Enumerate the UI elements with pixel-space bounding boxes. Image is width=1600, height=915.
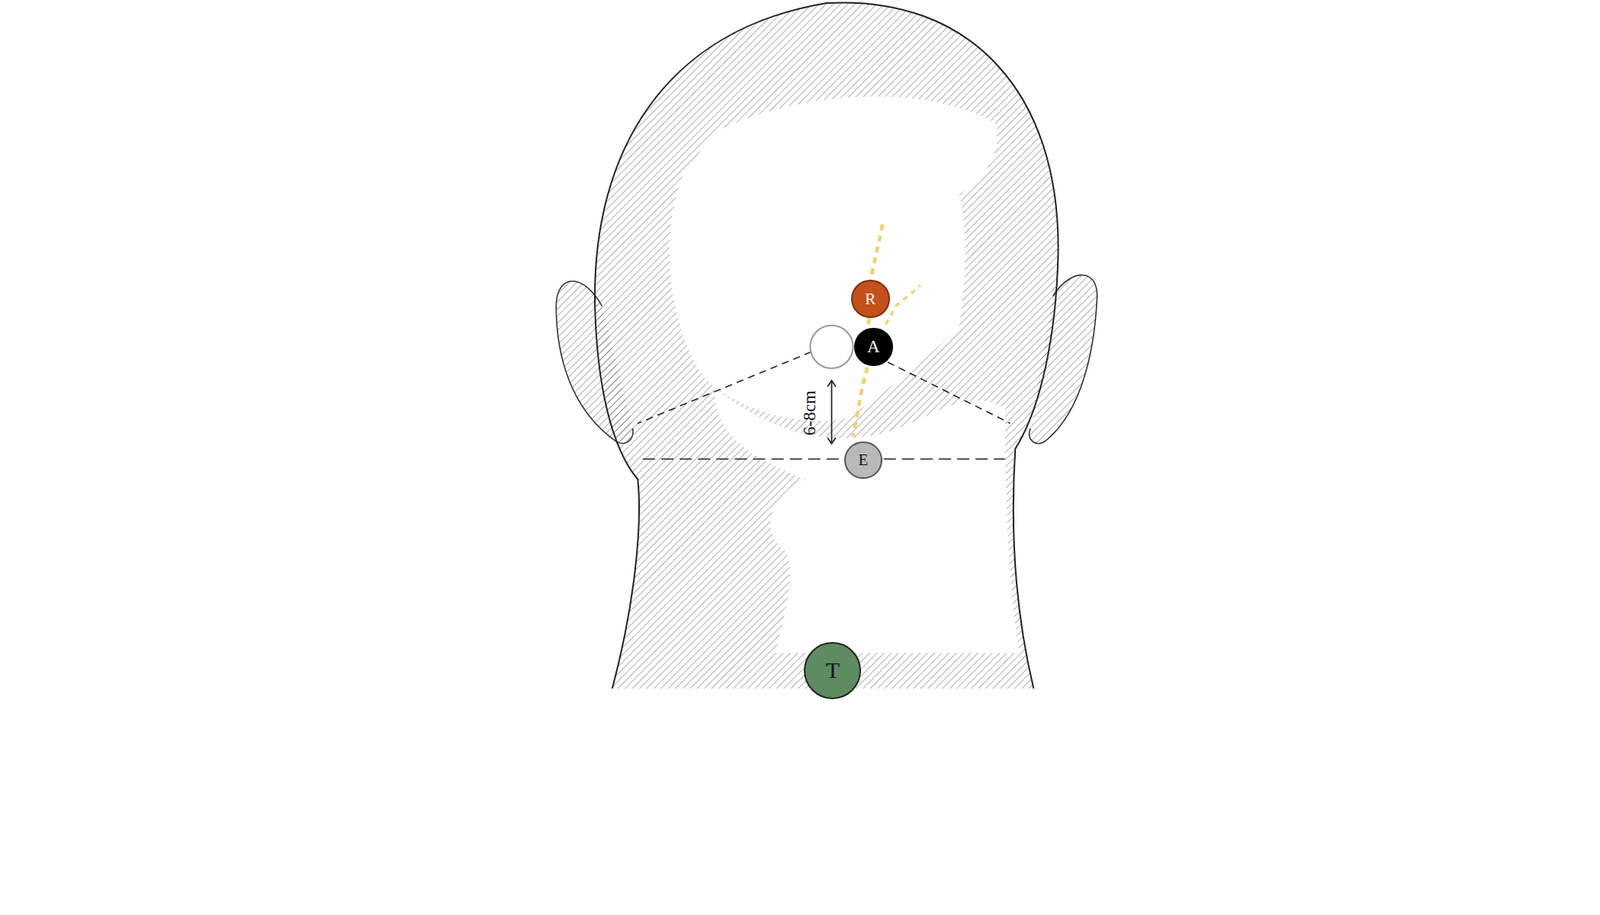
- electrode-circle: E: [844, 441, 883, 480]
- light-patch: [669, 96, 998, 421]
- empty-electrode: [809, 325, 853, 369]
- yellow-dotted-line: [885, 285, 920, 325]
- dashed-line: [637, 352, 811, 425]
- electrode-letter: A: [867, 337, 881, 356]
- neck-light: [714, 387, 1021, 653]
- electrode-circle: R: [851, 279, 890, 319]
- dashed-line: [887, 362, 1011, 424]
- electrode-circle: T: [803, 642, 862, 700]
- dimension-arrow: [827, 380, 836, 444]
- electrode-letter: E: [858, 452, 869, 469]
- head-outline: [594, 2, 1059, 689]
- electrode-letter: T: [825, 658, 840, 682]
- electrode-letter: R: [864, 291, 876, 308]
- dimension-label: 6-8cm: [800, 391, 819, 437]
- dashed-line: [642, 458, 1006, 460]
- electrode-circle: A: [854, 327, 894, 367]
